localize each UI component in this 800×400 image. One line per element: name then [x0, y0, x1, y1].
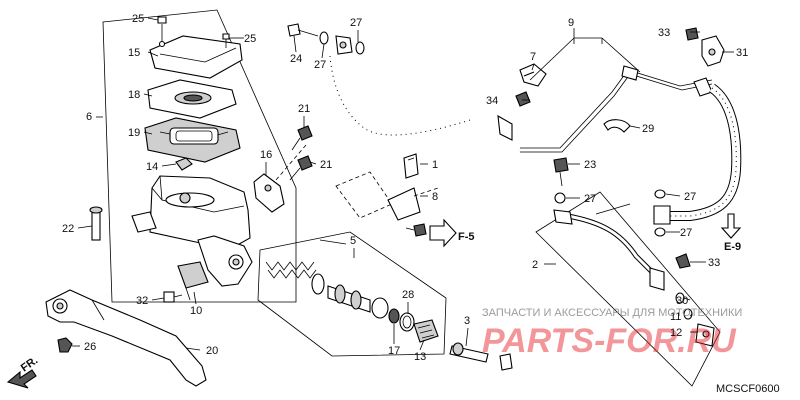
callout-6: 6 [86, 111, 92, 123]
ref-label-e9: E-9 [724, 241, 741, 253]
callout-14: 14 [146, 161, 158, 173]
callout-1: 1 [432, 159, 438, 171]
screw-part [163, 291, 183, 303]
ref-label-f5: F-5 [458, 231, 475, 243]
callout-24: 24 [290, 53, 302, 65]
clutch-pipe-part [520, 37, 713, 153]
diaphragm-part [144, 117, 241, 163]
holder-bolts-part [275, 125, 313, 181]
callout-32: 32 [136, 295, 148, 307]
callout-5: 5 [350, 235, 356, 247]
lever-part [45, 289, 207, 387]
nut-part [57, 337, 73, 353]
callout-8: 8 [432, 191, 438, 203]
callout-13: 13 [414, 351, 426, 363]
leader-lines [72, 17, 734, 351]
callout-15: 15 [128, 47, 140, 59]
callout-28: 28 [402, 289, 414, 301]
lower-hose-part [653, 83, 742, 237]
master-cylinder-frame [96, 9, 297, 303]
pipe-2-frame [535, 191, 721, 387]
callout-9: 9 [568, 17, 574, 29]
callout-27c: 27 [584, 193, 596, 205]
ref-arrow-e9 [720, 213, 742, 239]
front-direction-arrow [6, 369, 37, 389]
callout-31: 31 [736, 47, 748, 59]
callout-20: 20 [206, 345, 218, 357]
pivot-bolt-part [89, 206, 103, 241]
bracket-part [403, 153, 419, 179]
watermark-caption: ЗАПЧАСТИ И АКСЕССУАРЫ ДЛЯ МОТОТЕХНИКИ [482, 307, 742, 319]
callout-25a: 25 [132, 13, 144, 25]
callout-labels: 25 15 25 18 6 19 14 22 21 21 16 24 27 27… [62, 13, 748, 363]
callout-17: 17 [388, 345, 400, 357]
hose-guide-part [335, 171, 439, 237]
pushrod-part [449, 342, 513, 371]
diagram-code: MCSCF0600 [716, 383, 780, 395]
callout-27b: 27 [314, 59, 326, 71]
callout-21b: 21 [320, 159, 332, 171]
callout-23: 23 [584, 159, 596, 171]
callout-29: 29 [642, 123, 654, 135]
callout-33b: 33 [708, 257, 720, 269]
callout-26: 26 [84, 341, 96, 353]
callout-34: 34 [486, 95, 498, 107]
callout-19: 19 [128, 127, 140, 139]
ref-arrow-f5 [429, 218, 457, 248]
callout-7: 7 [530, 51, 536, 63]
clip-part [175, 157, 193, 171]
slave-fittings-part [649, 253, 715, 347]
callout-11: 11 [670, 311, 681, 323]
clamp-29-part [603, 119, 631, 133]
callout-2: 2 [532, 259, 538, 271]
watermark-brand: PARTS-FOR.RU [482, 322, 737, 360]
callout-16: 16 [260, 149, 272, 161]
direction-label: FR. [19, 354, 40, 374]
callout-25b: 25 [244, 33, 256, 45]
bracket-31-part [685, 27, 725, 67]
bolt-23-part [553, 157, 569, 204]
callout-27e: 27 [680, 227, 692, 239]
callout-27d: 27 [684, 191, 696, 203]
reservoir-cap-part [149, 16, 243, 79]
callout-22: 22 [62, 223, 74, 235]
boot-part [399, 312, 439, 343]
piston-kit-frame [257, 231, 447, 357]
holder-part [253, 173, 285, 213]
diaphragm-plate-part [147, 79, 237, 119]
callout-30: 30 [676, 295, 688, 307]
spring-part [265, 261, 317, 279]
piston-part [311, 273, 400, 324]
master-cylinder-body-part [131, 175, 253, 287]
callout-10: 10 [190, 305, 202, 317]
callout-27a: 27 [350, 17, 362, 29]
bolt-34-part [515, 91, 531, 107]
callout-18: 18 [128, 89, 140, 101]
callout-12: 12 [670, 327, 682, 339]
callout-21a: 21 [298, 103, 310, 115]
callout-3: 3 [464, 315, 470, 327]
clutch-hose-part [287, 23, 523, 153]
callout-33a: 33 [658, 27, 670, 39]
switch-part [177, 261, 209, 301]
clamp-part [519, 63, 547, 87]
watermark: ЗАПЧАСТИ И АКСЕССУАРЫ ДЛЯ МОТОТЕХНИКИ PA… [482, 307, 742, 360]
